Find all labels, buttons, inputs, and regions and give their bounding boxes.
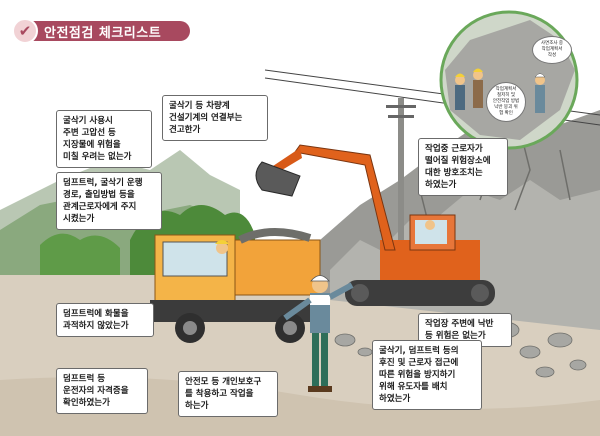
excavator [255,144,495,306]
callout-power-line: 굴삭기 사용시 주변 고압선 등 지장물에 위험을 미칠 우려는 없는가 [56,110,152,168]
page-title: 안전점검 체크리스트 [44,26,162,41]
utility-pole [398,98,404,248]
callout-flagger: 굴삭기, 덤프트럭 등의 후진 및 근로자 접근에 따른 위험을 방지하기 위해… [372,340,482,410]
checklist-header: ✔ 안전점검 체크리스트 [12,18,190,44]
callout-ppe: 안전모 등 개인보호구 를 착용하고 작업을 하는가 [178,371,278,417]
inset-bubble-plan: 작업계획서 철저히 및 안전작업 방법 낙반 붕괴 위 험 확인 [486,82,526,122]
signal-worker [283,275,354,392]
callout-route-notice: 덤프트럭, 굴삭기 운행 경로, 출입방법 등을 관계근로자에게 주지 시켰는가 [56,172,162,230]
check-icon: ✔ [12,18,38,44]
inset-bubble-survey: 사면조사 중 작업계획서 작성 [532,36,572,64]
header-bar [26,21,190,41]
inset-circle [439,10,579,150]
callout-license: 덤프트럭 등 운전자의 자격증을 확인하였는가 [56,368,148,414]
callout-fall-protection: 작업중 근로자가 떨어질 위험장소에 대한 방호조치는 하였는가 [418,138,508,196]
callout-excavator-joint: 굴삭기 등 차량계 건설기계의 연결부는 견고한가 [162,95,268,141]
callout-overload: 덤프트럭에 화물을 과적하지 않았는가 [56,303,154,337]
